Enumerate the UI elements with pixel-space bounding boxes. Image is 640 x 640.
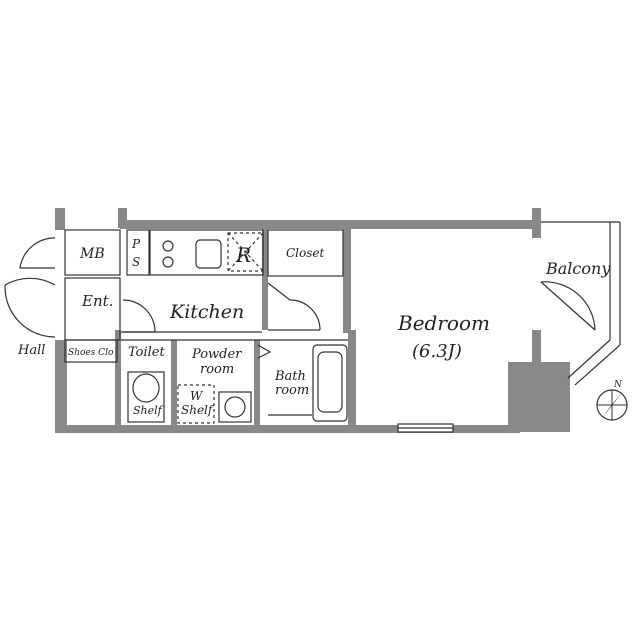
room-balcony: Balcony (545, 259, 611, 278)
room-shelf: Shelf (133, 404, 164, 417)
room-powder-2: room (200, 362, 234, 377)
room-bedroom-size: (6.3J) (412, 341, 462, 362)
room-hall: Hall (17, 343, 45, 358)
room-bedroom: Bedroom (397, 311, 490, 335)
room-ent: Ent. (81, 292, 113, 310)
room-mb: MB (79, 246, 105, 262)
room-w: W (190, 389, 204, 403)
room-bath-2: room (275, 383, 309, 398)
walls (55, 208, 570, 433)
room-kitchen: Kitchen (169, 301, 244, 323)
room-shoes: Shoes Clo (68, 348, 114, 358)
room-w-shelf: Shelf (181, 403, 215, 417)
compass-icon: N (596, 380, 628, 421)
thin-lines (64, 221, 621, 433)
room-powder-1: Powder (191, 347, 242, 362)
room-closet: Closet (286, 246, 325, 260)
doors (4, 237, 596, 359)
room-ps-p: P (131, 237, 141, 251)
room-bath-1: Bath (274, 369, 306, 384)
room-toilet: Toilet (128, 345, 165, 360)
room-ps-s: S (132, 255, 140, 269)
room-r: R (235, 243, 251, 267)
compass-north-label: N (613, 380, 623, 390)
